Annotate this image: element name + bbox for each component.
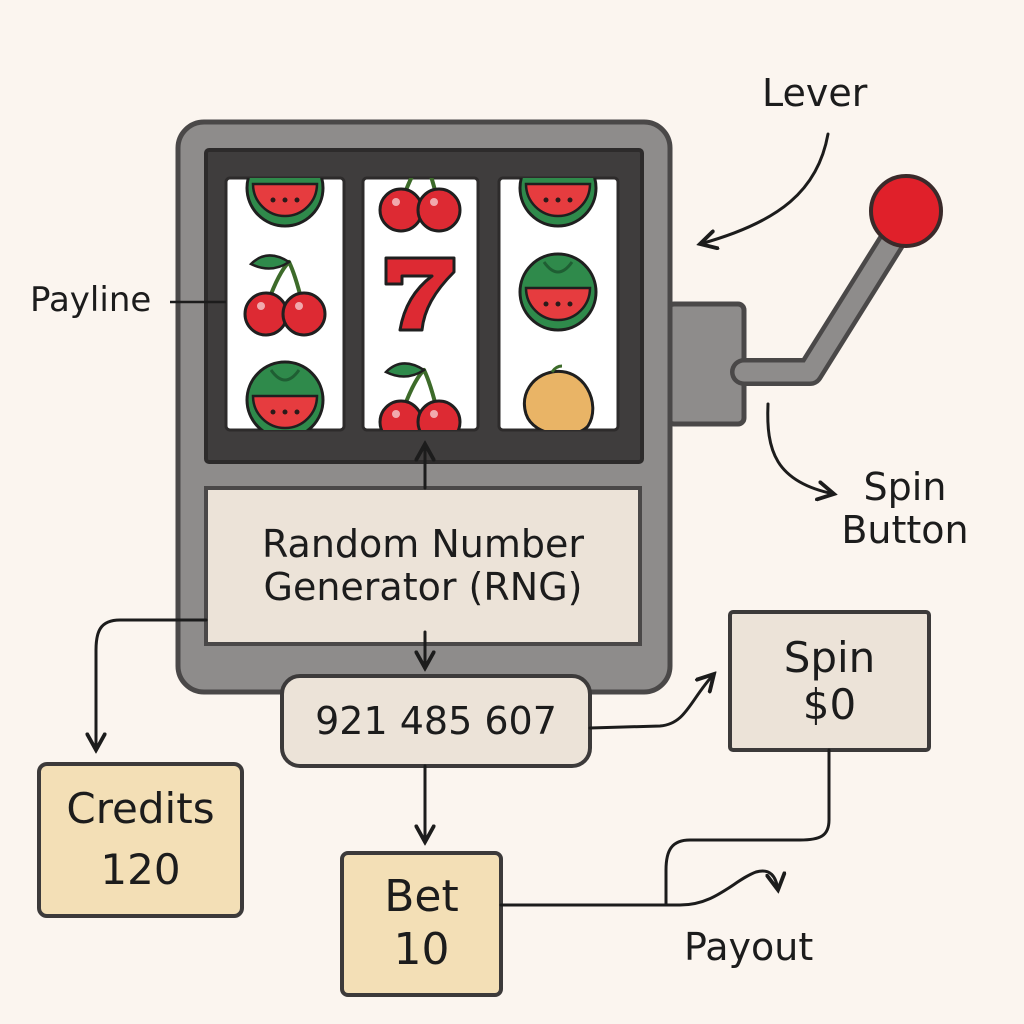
spin-button-arrow xyxy=(766,402,834,494)
rng-box xyxy=(204,486,642,646)
rng-label-line-2: Generator (RNG) xyxy=(263,565,583,609)
watermelon-icon xyxy=(518,252,598,332)
reel-symbols xyxy=(243,178,598,430)
credits-value: 120 xyxy=(100,845,181,894)
spin-button-label-line-1: Spin xyxy=(863,465,947,510)
seven-icon xyxy=(384,256,456,332)
bet-box-label: Bet 10 xyxy=(342,853,501,995)
spin-box-title: Spin xyxy=(783,632,876,682)
number-box xyxy=(280,674,592,768)
spin-button-label-line-2: Button xyxy=(841,508,969,552)
watermelon-icon xyxy=(518,178,598,228)
lever[interactable] xyxy=(665,174,943,427)
cherry-icon xyxy=(243,254,327,337)
watermelon-icon xyxy=(245,360,325,430)
bet-value: 10 xyxy=(393,924,450,975)
rng-to-credits-arrow xyxy=(96,618,208,750)
rng-label-line-1: Random Number xyxy=(261,522,585,567)
watermelon-icon xyxy=(245,178,325,228)
credits-title: Credits xyxy=(66,784,215,834)
mango-icon xyxy=(523,364,595,430)
spin-to-payout-line xyxy=(664,748,831,907)
bet-title: Bet xyxy=(384,871,459,923)
rng-label: Random Number Generator (RNG) xyxy=(206,488,640,644)
lever-label: Lever xyxy=(762,71,868,115)
reel-1-symbols xyxy=(243,178,327,430)
spin-box-label: Spin $0 xyxy=(730,612,929,750)
spin-button-label: Spin Button xyxy=(820,457,990,561)
reel-3-symbols xyxy=(518,178,598,430)
credits-box xyxy=(37,762,244,918)
number-value: 921 485 607 xyxy=(282,676,590,766)
credits-box-label: Credits 120 xyxy=(39,764,242,916)
reel-2-symbols xyxy=(378,178,462,430)
lever-arrow xyxy=(700,132,830,244)
number-to-spin-arrow xyxy=(588,674,714,730)
lever-knob[interactable] xyxy=(869,174,943,248)
payline-label: Payline xyxy=(30,280,152,320)
payout-label: Payout xyxy=(684,925,814,969)
cherry-icon xyxy=(378,362,462,430)
bet-box xyxy=(340,851,503,997)
rng-number-text: 921 485 607 xyxy=(315,698,557,743)
bet-to-payout-arrow xyxy=(499,869,778,907)
spin-box-value: $0 xyxy=(802,680,857,729)
cherry-icon xyxy=(378,178,462,233)
